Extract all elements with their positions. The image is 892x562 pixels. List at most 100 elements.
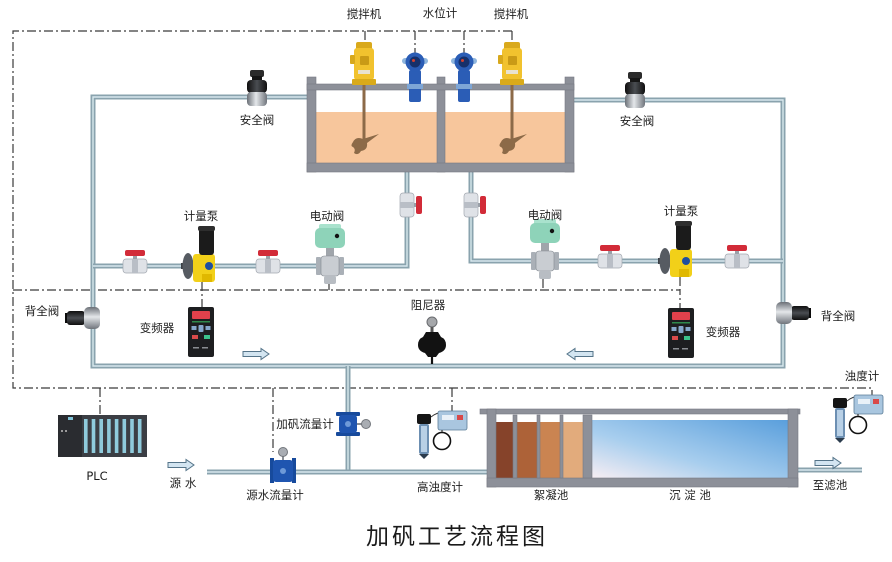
electric-valve-right	[529, 218, 561, 280]
flowmeter-flange-right	[292, 458, 296, 483]
label-metering-pump-right: 计量泵	[664, 204, 699, 218]
tank-outlet-valve-right	[463, 192, 487, 218]
alum-flowmeter-device	[336, 412, 371, 436]
tank-top-beam	[306, 83, 575, 91]
label-outlet-turbidity-meter: 浊度计	[845, 369, 880, 383]
floc-chamber-1	[496, 422, 513, 478]
label-electric-valve-right: 电动阀	[528, 208, 563, 222]
ball-valve-right-2	[724, 244, 750, 269]
floc-divider-1	[512, 414, 518, 479]
tank-bottom	[306, 162, 575, 173]
plc-io-module	[107, 419, 111, 453]
label-inverter-right: 变频器	[706, 325, 741, 339]
control-line-middle	[13, 289, 681, 308]
basin-wall-left	[486, 408, 497, 488]
basin-wall-right	[787, 408, 799, 488]
basin-bottom	[486, 477, 799, 488]
floc-chamber-3	[540, 422, 560, 478]
back-pressure-valve-left	[65, 307, 100, 329]
flow-arrow-left-bottom-right	[566, 348, 594, 360]
flow-arrow-outlet	[814, 457, 842, 469]
diagram-labels: 搅拌机 水位计 搅拌机 安全阀 安全阀 计量泵 电动阀 电动阀 计量泵 背全阀 …	[25, 6, 880, 550]
inverter-left	[188, 307, 214, 357]
electric-valve-left	[314, 223, 346, 285]
tank-wall-middle	[436, 76, 446, 173]
plc-io-module	[130, 419, 134, 453]
pipe-dosing-loop-highlight	[92, 96, 784, 367]
label-electric-valve-left: 电动阀	[310, 209, 345, 223]
safety-valve-left	[247, 70, 267, 106]
damper-gauge-neck	[430, 327, 434, 333]
label-safety-valve-left: 安全阀	[240, 113, 275, 127]
flowmeter-electrode	[345, 421, 351, 427]
alum-dosing-tanks	[306, 76, 575, 173]
inverter-right	[668, 308, 694, 358]
floc-chamber-2	[517, 422, 537, 478]
label-source-water: 源 水	[170, 476, 197, 490]
label-agitator-right: 搅拌机	[494, 7, 529, 21]
floc-divider-2	[536, 414, 541, 479]
plc-cpu-module	[58, 415, 82, 457]
sedimentation-basin	[479, 408, 801, 488]
floc-divider-main	[582, 414, 593, 479]
floc-divider-3	[559, 414, 564, 479]
flowmeter-electrode	[280, 468, 286, 474]
label-plc: PLC	[86, 469, 107, 483]
control-line-outer-loop	[12, 30, 873, 400]
basin-top-beam	[479, 408, 801, 415]
label-back-pressure-valve-left: 背全阀	[25, 304, 60, 318]
metering-pump-left	[181, 226, 215, 282]
plc-io-module	[91, 419, 96, 453]
plc-port	[65, 430, 67, 432]
ball-valve-left-1	[122, 249, 148, 274]
label-to-filter: 至滤池	[813, 478, 848, 492]
settling-water	[592, 420, 788, 478]
plc-io-module	[114, 419, 119, 453]
plc-io-module	[137, 419, 142, 453]
plc-io-module	[84, 419, 88, 453]
label-damper: 阻尼器	[411, 298, 446, 312]
label-inverter-left: 变频器	[140, 321, 175, 335]
high-turbidity-meter	[416, 410, 468, 460]
level-meter-left	[402, 52, 428, 102]
label-alum-flowmeter: 加矾流量计	[276, 417, 334, 431]
diagram-title: 加矾工艺流程图	[366, 524, 548, 550]
plc-controller	[58, 415, 147, 457]
plc-io-module	[122, 419, 127, 453]
damper-gauge-icon	[426, 316, 438, 328]
flow-arrow-right-bottom-left	[242, 348, 270, 360]
ball-valve-right-1	[597, 244, 623, 269]
damper-body	[418, 332, 446, 357]
flow-arrow-source-water	[167, 459, 195, 471]
tank-outlet-valve-left	[399, 192, 423, 218]
label-sedimentation-tank: 沉 淀 池	[669, 488, 711, 502]
tank-wall-right	[564, 76, 575, 173]
label-metering-pump-left: 计量泵	[184, 209, 219, 223]
ball-valve-left-2	[255, 249, 281, 274]
level-meter-right	[451, 52, 477, 102]
metering-pump-right	[658, 221, 692, 277]
flowmeter-flange-left	[270, 458, 274, 483]
back-pressure-valve-right	[776, 302, 811, 324]
flowmeter-transmitter	[361, 419, 371, 429]
damper-device	[418, 316, 446, 364]
alum-solution-left	[316, 112, 437, 163]
label-high-turbidity-meter: 高浊度计	[417, 480, 463, 494]
outlet-turbidity-meter	[832, 394, 884, 444]
label-source-flowmeter: 源水流量计	[246, 488, 304, 502]
label-agitator-left: 搅拌机	[347, 7, 382, 21]
label-back-pressure-valve-right: 背全阀	[821, 309, 856, 323]
floc-chamber-4	[563, 422, 583, 478]
plc-port	[61, 430, 63, 432]
plc-status-led	[68, 417, 73, 420]
tank-wall-left	[306, 76, 317, 173]
source-water-flowmeter-device	[270, 447, 296, 483]
plc-io-module	[99, 419, 103, 453]
label-level-meter: 水位计	[423, 6, 458, 20]
safety-valve-right	[625, 72, 645, 108]
label-safety-valve-right: 安全阀	[620, 114, 655, 128]
control-signal-lines	[12, 30, 873, 452]
alum-solution-right	[445, 112, 565, 163]
label-flocculation-tank: 絮凝池	[534, 488, 569, 502]
